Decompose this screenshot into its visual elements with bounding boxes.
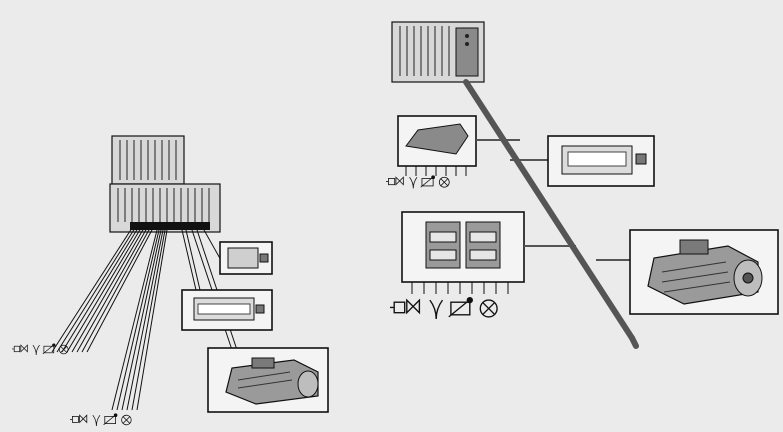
fieldbus-trunk bbox=[466, 82, 632, 338]
lamp-icon bbox=[59, 345, 68, 354]
left-drive bbox=[182, 290, 272, 330]
left-plc-upper-rack bbox=[112, 136, 184, 184]
right-panel-fieldbus bbox=[386, 22, 778, 346]
left-plc-lower-rack bbox=[110, 184, 220, 232]
lamp-icon bbox=[439, 177, 449, 187]
sensor-icon bbox=[430, 300, 443, 319]
actuator-icon bbox=[43, 343, 56, 353]
fieldbus-trunk-tail bbox=[632, 338, 636, 346]
lamp-icon bbox=[122, 415, 132, 425]
lamp-icon bbox=[480, 300, 497, 317]
right-motor bbox=[596, 230, 778, 314]
valve-icon bbox=[70, 415, 87, 422]
right-field-symbols-2 bbox=[390, 297, 497, 319]
right-field-symbols-1 bbox=[386, 175, 449, 188]
left-field-symbols-1 bbox=[12, 343, 68, 355]
actuator-icon bbox=[421, 175, 435, 187]
right-distributed-io-station bbox=[402, 212, 576, 294]
sensor-icon bbox=[33, 345, 40, 355]
left-wire-bundle-1 bbox=[52, 228, 153, 352]
actuator-icon bbox=[449, 297, 473, 317]
valve-icon bbox=[390, 300, 419, 313]
actuator-icon bbox=[104, 413, 118, 424]
left-field-symbols-2 bbox=[70, 413, 131, 426]
sensor-icon bbox=[93, 415, 100, 426]
left-panel-conventional-wiring bbox=[12, 136, 328, 426]
left-operator-panel bbox=[220, 242, 272, 274]
valve-icon bbox=[12, 345, 27, 352]
left-motor bbox=[208, 348, 328, 412]
valve-icon bbox=[386, 177, 403, 184]
right-remote-io-module bbox=[398, 116, 520, 176]
sensor-icon bbox=[410, 177, 417, 188]
right-plc-rack bbox=[392, 22, 484, 82]
